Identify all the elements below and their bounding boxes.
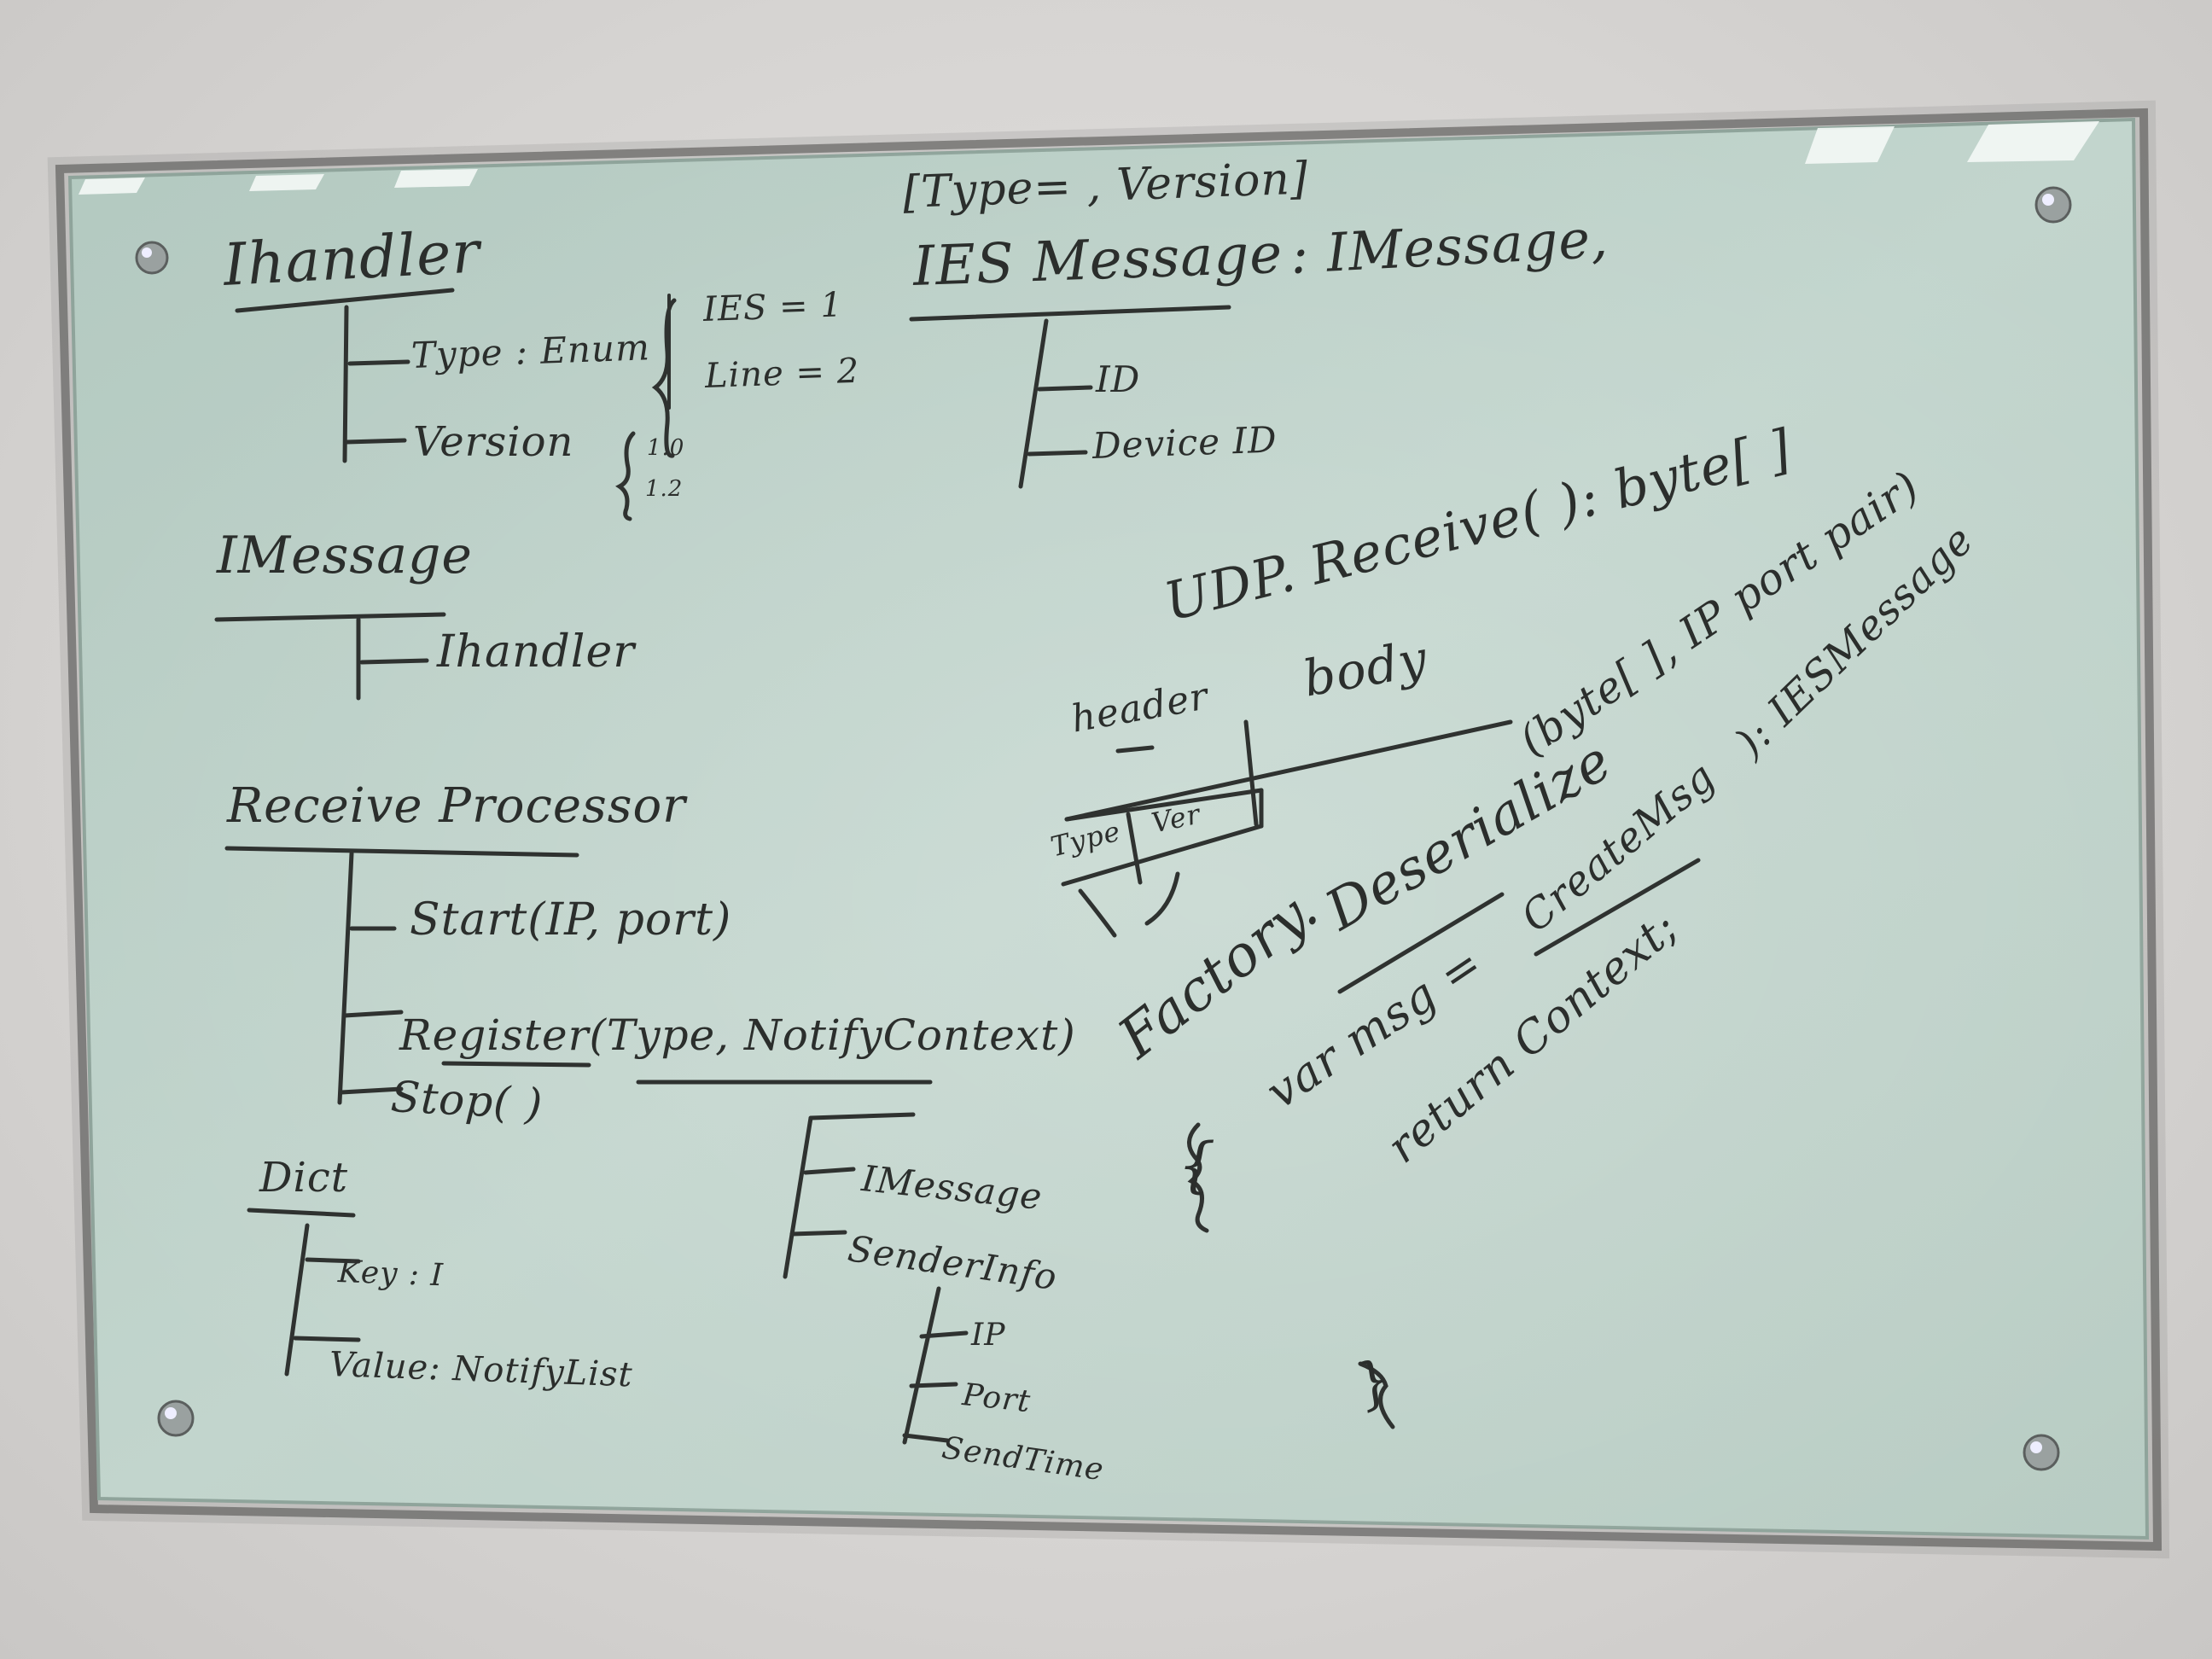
ihandler-title: Ihandler [221, 218, 482, 300]
version-1-2: 1.2 [645, 476, 684, 502]
sender-ip: IP [971, 1318, 1006, 1353]
receive-processor-title: Receive Processor [227, 778, 686, 834]
sender-port: Port [960, 1377, 1033, 1420]
register-method: Register(Type, NotifyContext) [399, 1010, 1076, 1060]
imessage-child: Ihandler [437, 626, 636, 678]
ies-message-title: IES Message [911, 222, 1284, 299]
ies-id: ID [1096, 358, 1141, 400]
dict-title: Dict [259, 1154, 349, 1202]
dict-key: Key : I [337, 1254, 445, 1294]
version-1-0: 1.0 [647, 435, 685, 461]
ies-device-id: Device ID [1091, 418, 1278, 467]
imessage-title: IMessage [217, 526, 473, 585]
enum-ies: IES = 1 [702, 285, 844, 329]
start-method: Start(IP, port) [410, 894, 732, 946]
enum-line: Line = 2 [704, 351, 860, 396]
version-field: Version [413, 418, 574, 466]
stop-method: Stop( ) [389, 1072, 544, 1130]
type-field: Type : Enum [410, 326, 651, 376]
open-brace: { [1178, 1130, 1217, 1200]
